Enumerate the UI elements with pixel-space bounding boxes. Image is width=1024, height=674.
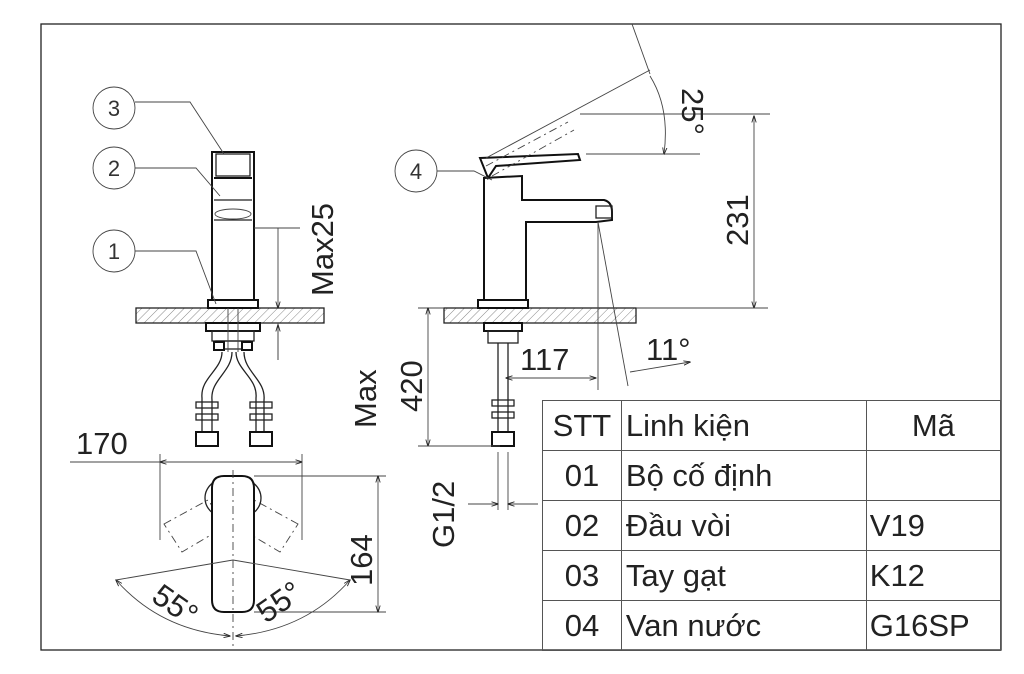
row-number: 01 (542, 450, 622, 501)
faucet-body-side (483, 174, 613, 301)
dim-55-right: 55° (250, 574, 308, 630)
dim-25deg: 25° (675, 88, 710, 135)
row-number: 02 (542, 500, 622, 551)
front-view: 3 2 1 Max25 Max (92, 86, 383, 447)
table-header-row: STT Linh kiện Mã (542, 400, 1002, 451)
row-code: V19 (865, 500, 1002, 551)
row-component: Van nước (620, 600, 867, 651)
header-component: Linh kiện (620, 400, 867, 451)
parts-table: STT Linh kiện Mã 01 Bộ cố định 02 Đầu vò… (542, 400, 1002, 651)
callout-3-circle (92, 86, 136, 130)
hose-right (235, 351, 257, 440)
row-component: Tay gạt (620, 550, 867, 601)
dim-max25: Max25 (305, 203, 340, 296)
hose-left (201, 351, 223, 440)
callout-4: 4 (410, 159, 422, 184)
dim-117: 117 (520, 342, 569, 377)
top-view: 170 164 55° 55° (70, 426, 386, 648)
table-row: 01 Bộ cố định (542, 450, 1002, 501)
countertop-front (135, 307, 325, 324)
dim-11deg: 11° (646, 332, 691, 367)
row-component: Đầu vòi (620, 500, 867, 551)
dim-164: 164 (344, 534, 379, 586)
table-row: 03 Tay gạt K12 (542, 550, 1002, 601)
drawing-frame (40, 23, 1002, 651)
handle-front (215, 153, 251, 177)
dim-420: 420 (394, 360, 429, 412)
dim-g12: G1/2 (426, 481, 461, 548)
dim-55-left: 55° (146, 577, 204, 633)
table-row: 02 Đầu vòi V19 (542, 500, 1002, 551)
dim-max: Max (348, 369, 383, 428)
row-number: 03 (542, 550, 622, 601)
faucet-body-front (211, 151, 255, 303)
row-code: G16SP (865, 600, 1002, 651)
handle-side (478, 152, 582, 181)
row-number: 04 (542, 600, 622, 651)
dim-170: 170 (76, 426, 128, 461)
callout-2: 2 (108, 156, 120, 181)
side-view: 4 25° 231 11° 117 420 G1/2 (394, 23, 770, 548)
row-code (865, 450, 1002, 501)
callout-3: 3 (108, 96, 120, 121)
header-code: Mã (865, 400, 1002, 451)
callout-1: 1 (108, 239, 120, 264)
countertop-side (443, 307, 637, 324)
dim-231: 231 (720, 194, 755, 246)
table-row: 04 Van nước G16SP (542, 600, 1002, 651)
row-component: Bộ cố định (620, 450, 867, 501)
row-code: K12 (865, 550, 1002, 601)
header-stt: STT (542, 400, 622, 451)
